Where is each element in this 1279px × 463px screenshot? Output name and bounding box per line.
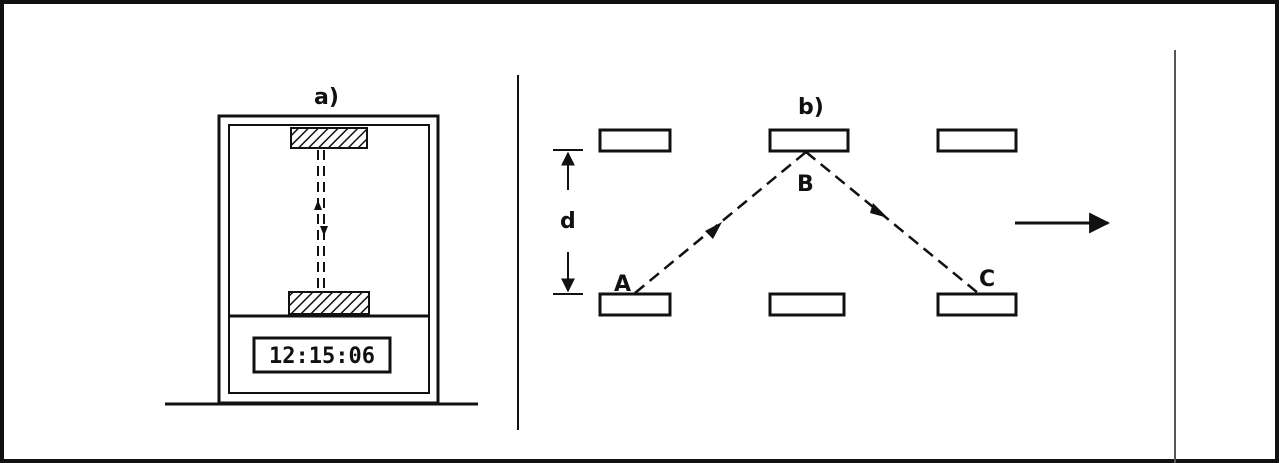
panel-b: b) d A B C [553, 95, 1111, 317]
top-mirror-1 [598, 128, 672, 153]
distance-label: d [560, 209, 576, 234]
panel-a-label: a) [314, 85, 339, 110]
bottom-mirror-3 [936, 292, 1018, 317]
panel-b-label: b) [798, 95, 824, 120]
path-bc-arrow-icon [870, 203, 888, 218]
light-path-bc [805, 151, 979, 294]
clock-cabinet-inner [228, 124, 430, 394]
path-ab-arrow-icon [705, 222, 722, 239]
point-a-label: A [614, 272, 631, 297]
top-mirror-3 [936, 128, 1018, 153]
top-mirror-2 [768, 128, 850, 153]
clock-display-box [252, 336, 392, 374]
bottom-mirror-2 [768, 292, 846, 317]
light-path-ab [634, 151, 807, 294]
bottom-mirror [288, 291, 370, 315]
clock-display-text: 12:15:06 [269, 344, 375, 369]
panel-a: a) 12:15:06 [165, 85, 478, 406]
bottom-mirror-1 [598, 292, 672, 317]
beam-down-arrow-icon [320, 226, 328, 236]
top-mirror [290, 127, 368, 149]
beam-up-arrow-icon [314, 200, 322, 210]
point-c-label: C [979, 267, 995, 292]
point-b-label: B [797, 172, 814, 197]
